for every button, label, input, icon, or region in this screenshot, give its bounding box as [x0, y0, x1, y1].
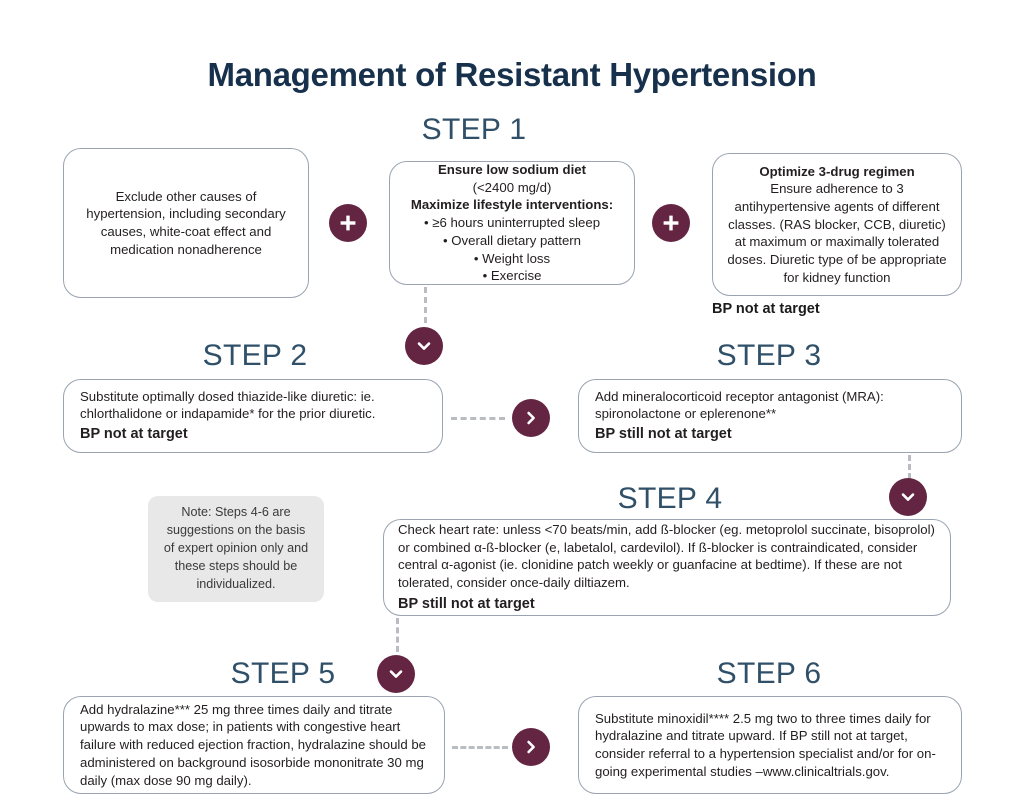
chevron-badge-step1-step2 — [405, 327, 443, 365]
step4-status: BP still not at target — [398, 595, 535, 612]
step4-body: Check heart rate: unless <70 beats/min, … — [398, 521, 935, 590]
status-bp-not-at-target-step1: BP not at target — [712, 301, 820, 317]
arrow-badge-step5-step6 — [512, 728, 550, 766]
sodium-heading: Ensure low sodium diet — [437, 162, 586, 178]
optimize-heading: Optimize 3-drug regimen — [759, 163, 915, 179]
step3-status: BP still not at target — [595, 425, 732, 442]
exclude-causes-text: Exclude other causes of hypertension, in… — [86, 188, 286, 257]
lifestyle-heading: Maximize lifestyle interventions: — [410, 197, 614, 213]
step-6-heading: STEP 6 — [716, 657, 822, 690]
step-3-heading: STEP 3 — [716, 339, 822, 372]
chevron-down-icon — [901, 493, 915, 501]
lifestyle-item-weight: • Weight loss — [473, 250, 551, 266]
chevron-badge-step4-step5 — [377, 655, 415, 693]
arrow-badge-step2-step3 — [512, 399, 550, 437]
step5-body: Add hydralazine*** 25 mg three times dai… — [80, 701, 427, 788]
chevron-badge-step3-step4 — [889, 478, 927, 516]
connector-step5-to-step6 — [452, 746, 508, 749]
plus-badge-1 — [329, 204, 367, 242]
step-5-heading: STEP 5 — [230, 657, 336, 690]
box-step-5: Add hydralazine*** 25 mg three times dai… — [63, 696, 445, 794]
connector-step3-to-step4 — [908, 455, 911, 479]
plus-badge-2 — [652, 204, 690, 242]
sodium-dose: (<2400 mg/d) — [472, 179, 552, 195]
box-step-6: Substitute minoxidil**** 2.5 mg two to t… — [578, 696, 962, 794]
step-1-heading: STEP 1 — [421, 113, 527, 146]
step-4-heading: STEP 4 — [617, 482, 723, 515]
lifestyle-item-exercise: • Exercise — [482, 268, 542, 284]
page-title: Management of Resistant Hypertension — [207, 56, 817, 93]
lifestyle-item-diet: • Overall dietary pattern — [442, 232, 582, 248]
step6-body: Substitute minoxidil**** 2.5 mg two to t… — [595, 710, 936, 779]
connector-step1-to-step2 — [424, 287, 427, 323]
step2-body: Substitute optimally dosed thiazide-like… — [80, 388, 376, 422]
optimize-body: Ensure adherence to 3 antihypertensive a… — [727, 181, 947, 285]
box-step-3: Add mineralocorticoid receptor antagonis… — [578, 379, 962, 453]
box-step-2: Substitute optimally dosed thiazide-like… — [63, 379, 443, 453]
arrow-right-icon — [527, 411, 535, 425]
step3-body: Add mineralocorticoid receptor antagonis… — [595, 388, 884, 422]
box-exclude-causes: Exclude other causes of hypertension, in… — [63, 148, 309, 298]
step2-status: BP not at target — [80, 425, 188, 442]
plus-icon — [340, 215, 356, 231]
arrow-right-icon — [527, 740, 535, 754]
note-box: Note: Steps 4-6 are suggestions on the b… — [148, 496, 324, 602]
step-2-heading: STEP 2 — [202, 339, 308, 372]
plus-icon — [663, 215, 679, 231]
note-text: Note: Steps 4-6 are suggestions on the b… — [163, 505, 309, 591]
chevron-down-icon — [389, 670, 403, 678]
connector-step2-to-step3 — [451, 417, 505, 420]
lifestyle-item-sleep: • ≥6 hours uninterrupted sleep — [423, 215, 601, 231]
box-optimize-regimen: Optimize 3-drug regimen Ensure adherence… — [712, 153, 962, 296]
box-lifestyle: Ensure low sodium diet (<2400 mg/d) Maxi… — [389, 161, 635, 285]
connector-step4-to-step5 — [396, 618, 399, 652]
box-step-4: Check heart rate: unless <70 beats/min, … — [383, 519, 951, 616]
chevron-down-icon — [417, 342, 431, 350]
